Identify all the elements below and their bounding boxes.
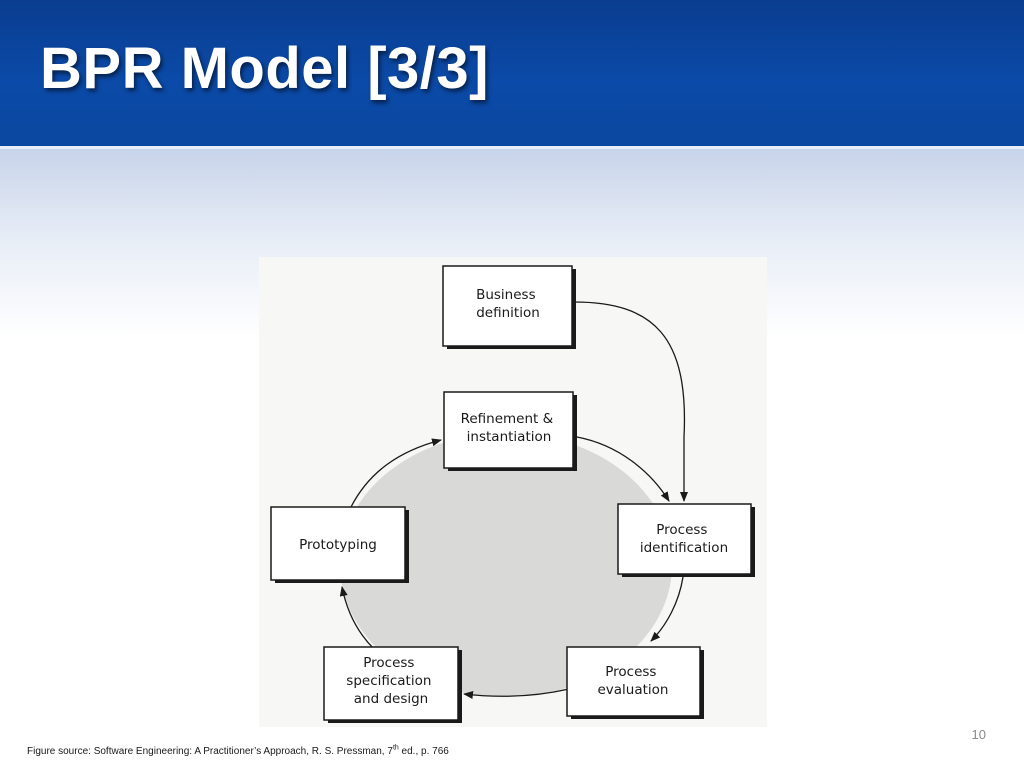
source-text-suffix: ed., p. 766	[398, 746, 449, 757]
label-line: Business	[476, 287, 536, 303]
box-business-definition	[442, 265, 573, 347]
label-prototyping: Prototyping	[299, 537, 377, 553]
label-line: definition	[476, 305, 540, 321]
box-prototyping	[270, 506, 406, 581]
label-line: instantiation	[467, 429, 552, 445]
page-number: 10	[971, 727, 986, 742]
label-line: Process	[363, 655, 414, 671]
box-process-identification	[617, 503, 752, 575]
bpr-cycle-diagram: Business definition Process identificati…	[270, 265, 755, 723]
label-line: Process	[656, 522, 707, 538]
source-text: Figure source: Software Engineering: A P…	[27, 746, 393, 757]
slide-header	[0, 0, 1024, 146]
box-process-specification	[323, 646, 459, 721]
bpr-diagram-figure: Business definition Process identificati…	[259, 257, 767, 727]
label-refinement-instantiation: Refinement & instantiation	[461, 411, 558, 445]
slide-title: BPR Model [3/3]	[40, 36, 489, 101]
label-process-evaluation: Process evaluation	[597, 664, 668, 698]
source-superscript: th	[392, 744, 399, 752]
figure-source-caption: Figure source: Software Engineering: A P…	[27, 744, 449, 757]
label-line: Refinement &	[461, 411, 554, 427]
arrow-identification-to-evaluation	[650, 576, 684, 642]
label-line: specification	[346, 673, 431, 689]
label-line: identification	[640, 540, 728, 556]
arrow-evaluation-to-specification	[463, 688, 570, 699]
arrow-business-to-identification	[573, 301, 688, 502]
box-process-evaluation	[566, 646, 701, 717]
label-business-definition: Business definition	[476, 287, 540, 321]
label-line: and design	[354, 691, 428, 707]
cycle-ellipse	[340, 433, 672, 697]
box-refinement-instantiation	[443, 391, 574, 469]
arrow-refinement-to-identification	[576, 436, 670, 502]
label-process-specification: Process specification and design	[346, 655, 435, 707]
arrow-prototyping-to-refinement	[350, 438, 442, 508]
label-line: Process	[605, 664, 656, 680]
header-divider	[0, 146, 1024, 149]
label-process-identification: Process identification	[640, 522, 728, 556]
arrow-specification-to-prototyping	[339, 586, 375, 650]
label-line: Prototyping	[299, 537, 377, 553]
label-line: evaluation	[597, 682, 668, 698]
